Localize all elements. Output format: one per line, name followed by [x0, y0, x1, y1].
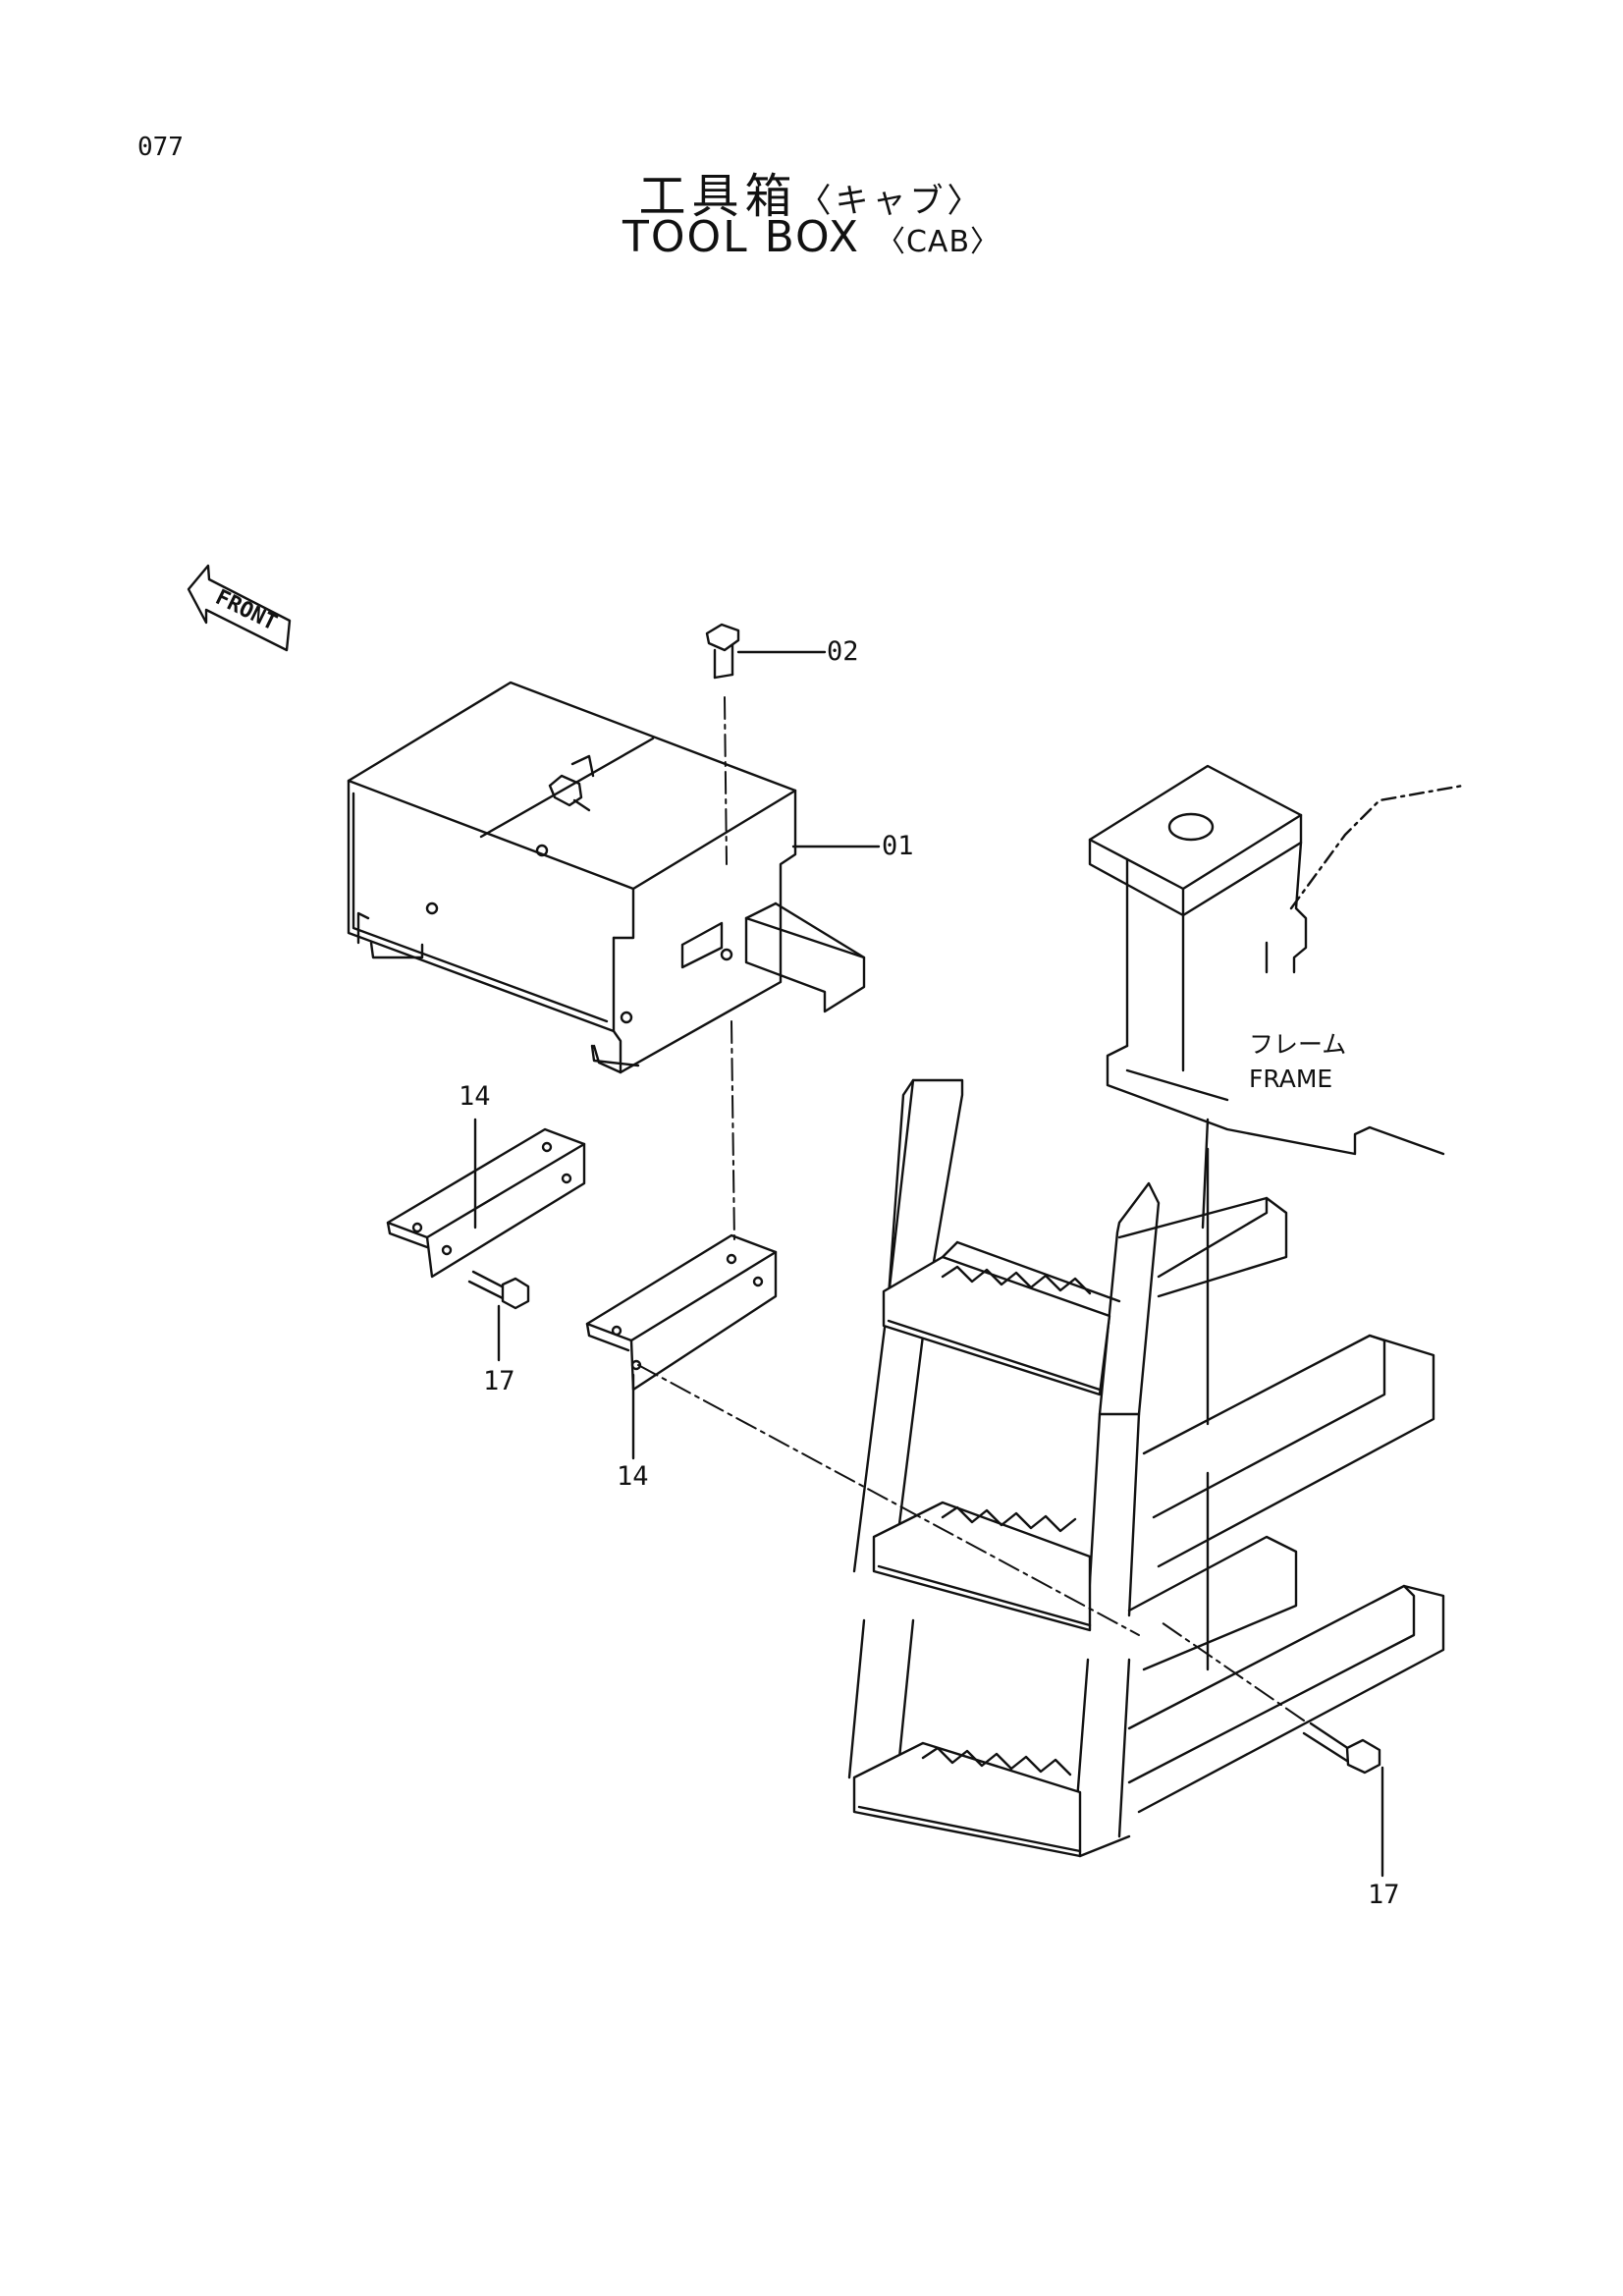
assembly-axis-lines	[637, 696, 1305, 1722]
callout-part-14-upper: 14	[459, 1081, 491, 1112]
bolt-17-left-illustration	[467, 1270, 530, 1310]
bracket-14-lower-illustration	[585, 1233, 778, 1392]
callout-part-02: 02	[827, 636, 859, 667]
frame-label-en: FRAME	[1249, 1065, 1332, 1093]
tool-box-illustration	[347, 681, 866, 1074]
front-arrow-icon	[187, 564, 292, 652]
page-number: 077	[137, 133, 184, 162]
frame-label-jp: フレーム	[1249, 1030, 1346, 1059]
callout-part-17-right: 17	[1368, 1880, 1400, 1910]
callout-part-01: 01	[882, 831, 914, 861]
title-en-text: TOOL BOX	[622, 212, 860, 262]
title-jp-text: 工具箱	[638, 169, 798, 224]
page-title-en: TOOL BOX 〈CAB〉	[0, 212, 1623, 262]
title-jp-subtitle: 〈キャブ〉	[797, 182, 985, 221]
bracket-14-upper-illustration	[386, 1127, 586, 1279]
leader-lines	[473, 650, 1384, 1878]
frame-illustration	[1088, 764, 1465, 1230]
ladder-illustration	[847, 1078, 1445, 1858]
bolt-17-right-illustration	[1302, 1722, 1381, 1775]
bolt-02-illustration	[705, 623, 740, 680]
callout-part-17-left: 17	[483, 1366, 515, 1396]
page-title-jp: 工具箱〈キャブ〉	[0, 157, 1623, 226]
title-en-subtitle: 〈CAB〉	[875, 225, 1001, 259]
callout-part-14-lower: 14	[617, 1461, 649, 1492]
